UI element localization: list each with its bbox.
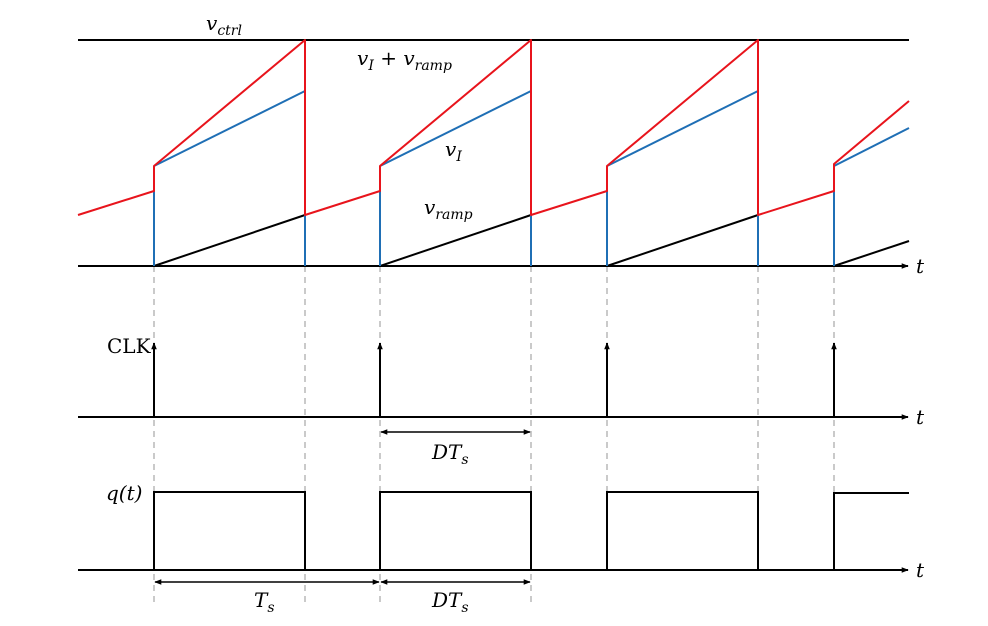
v-ctrl-label: vctrl (206, 11, 242, 39)
vi-plus-vramp-trace (77, 39, 910, 216)
dts-label-top: DTs (431, 440, 469, 468)
v-i-trace (153, 90, 910, 266)
t-axis-label-clk: t (916, 405, 925, 429)
v-ramp-label: vramp (424, 195, 473, 223)
clk-pulses (151, 342, 837, 417)
q-t-label: q(t) (106, 481, 142, 505)
time-guides (153, 266, 835, 606)
q-waveform (153, 491, 306, 570)
t-axis-label-top: t (916, 254, 925, 278)
q-waveform-pulse-4 (833, 492, 909, 570)
q-waveform-pulse-3 (606, 491, 759, 570)
dts-label-bottom: DTs (431, 588, 469, 616)
v-i-label: vI (445, 137, 462, 165)
q-waveform-pulse-2 (379, 491, 532, 570)
t-axis-label-q: t (916, 558, 925, 582)
v-ramp-trace (153, 214, 910, 267)
vi-plus-vramp-label: vI + vramp (357, 46, 452, 74)
ts-label: Ts (254, 588, 275, 616)
clk-label: CLK (107, 334, 152, 358)
